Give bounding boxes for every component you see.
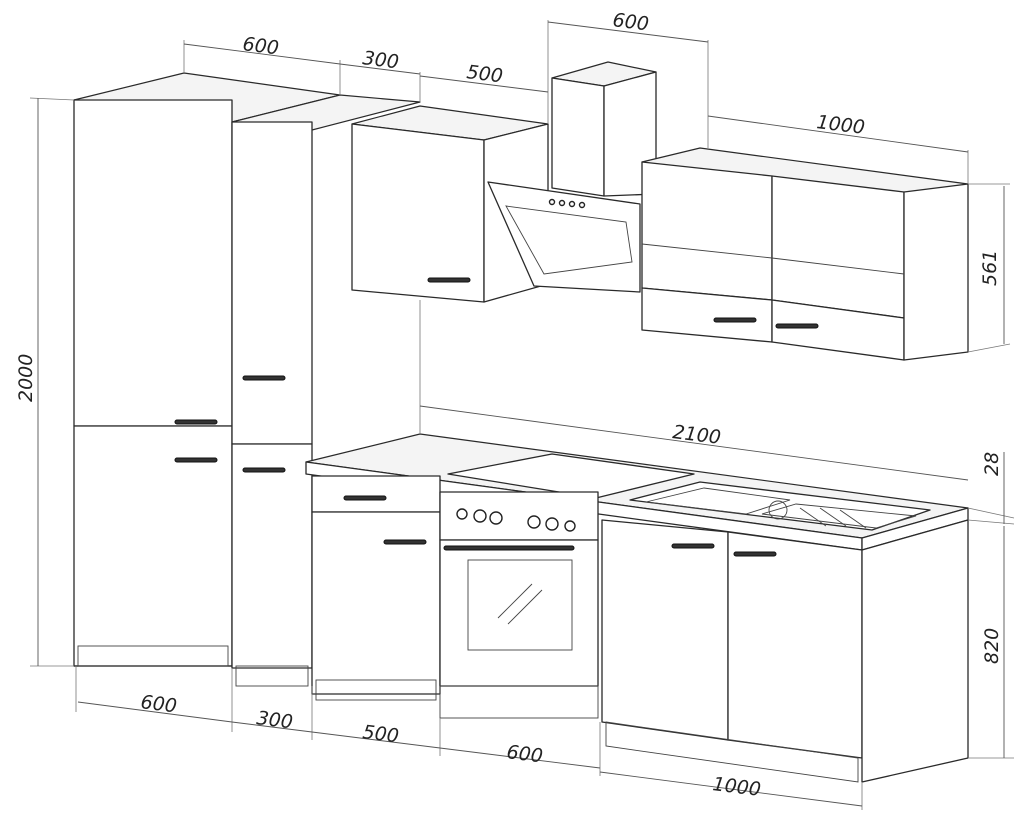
dim-top-hood: 600 bbox=[611, 9, 650, 35]
dim-worktop-thickness: 28 bbox=[981, 452, 1003, 476]
dim-bottom-drawer: 500 bbox=[361, 721, 400, 747]
dim-top-wall-1000: 1000 bbox=[815, 111, 866, 139]
dimension-lines bbox=[29, 20, 1015, 810]
dim-top-wall-500: 500 bbox=[465, 61, 504, 87]
wall-1000-left-handle bbox=[713, 317, 757, 323]
sink-base-unit-1000 bbox=[601, 519, 969, 783]
oven-unit-600 bbox=[439, 491, 599, 719]
dim-bottom-narrow: 300 bbox=[255, 707, 294, 733]
dim-base-height: 820 bbox=[981, 628, 1003, 664]
tall-upper-handle bbox=[174, 419, 218, 425]
base-drawer-unit-500 bbox=[311, 475, 441, 701]
wall-1000-right-handle bbox=[775, 323, 819, 329]
oven-knob bbox=[456, 508, 468, 520]
dim-worktop-length: 2100 bbox=[671, 421, 722, 449]
dim-top-narrow: 300 bbox=[361, 47, 400, 73]
dim-bottom-oven: 600 bbox=[505, 741, 544, 767]
dim-overall-height: 2000 bbox=[15, 354, 37, 402]
wall-cabinet-1000 bbox=[641, 147, 969, 361]
oven-knob bbox=[473, 509, 487, 523]
dim-top-tall: 600 bbox=[241, 33, 280, 59]
dimension-labels: 600 300 500 600 1000 561 2000 2100 28 82… bbox=[15, 9, 1003, 801]
narrow-lower-handle bbox=[242, 467, 286, 473]
sink-right-handle bbox=[733, 551, 777, 557]
sink-basin bbox=[629, 481, 931, 531]
oven-knob bbox=[564, 520, 576, 532]
sink-left-handle bbox=[671, 543, 715, 549]
narrow-cabinet-300 bbox=[231, 94, 421, 687]
ceramic-hob bbox=[447, 453, 695, 499]
oven-knob bbox=[527, 515, 541, 529]
narrow-upper-handle bbox=[242, 375, 286, 381]
oven-knob bbox=[545, 517, 559, 531]
oven-handle bbox=[443, 545, 575, 551]
tall-cabinet-600 bbox=[73, 72, 341, 667]
wall-cabinet-handle bbox=[427, 277, 471, 283]
drawer-handle bbox=[343, 495, 387, 501]
dim-wall-height: 561 bbox=[979, 250, 1001, 286]
tall-lower-handle bbox=[174, 457, 218, 463]
base-500-door-handle bbox=[383, 539, 427, 545]
dim-bottom-sink: 1000 bbox=[711, 773, 762, 801]
dim-bottom-tall: 600 bbox=[139, 691, 178, 717]
oven-knob bbox=[489, 511, 503, 525]
